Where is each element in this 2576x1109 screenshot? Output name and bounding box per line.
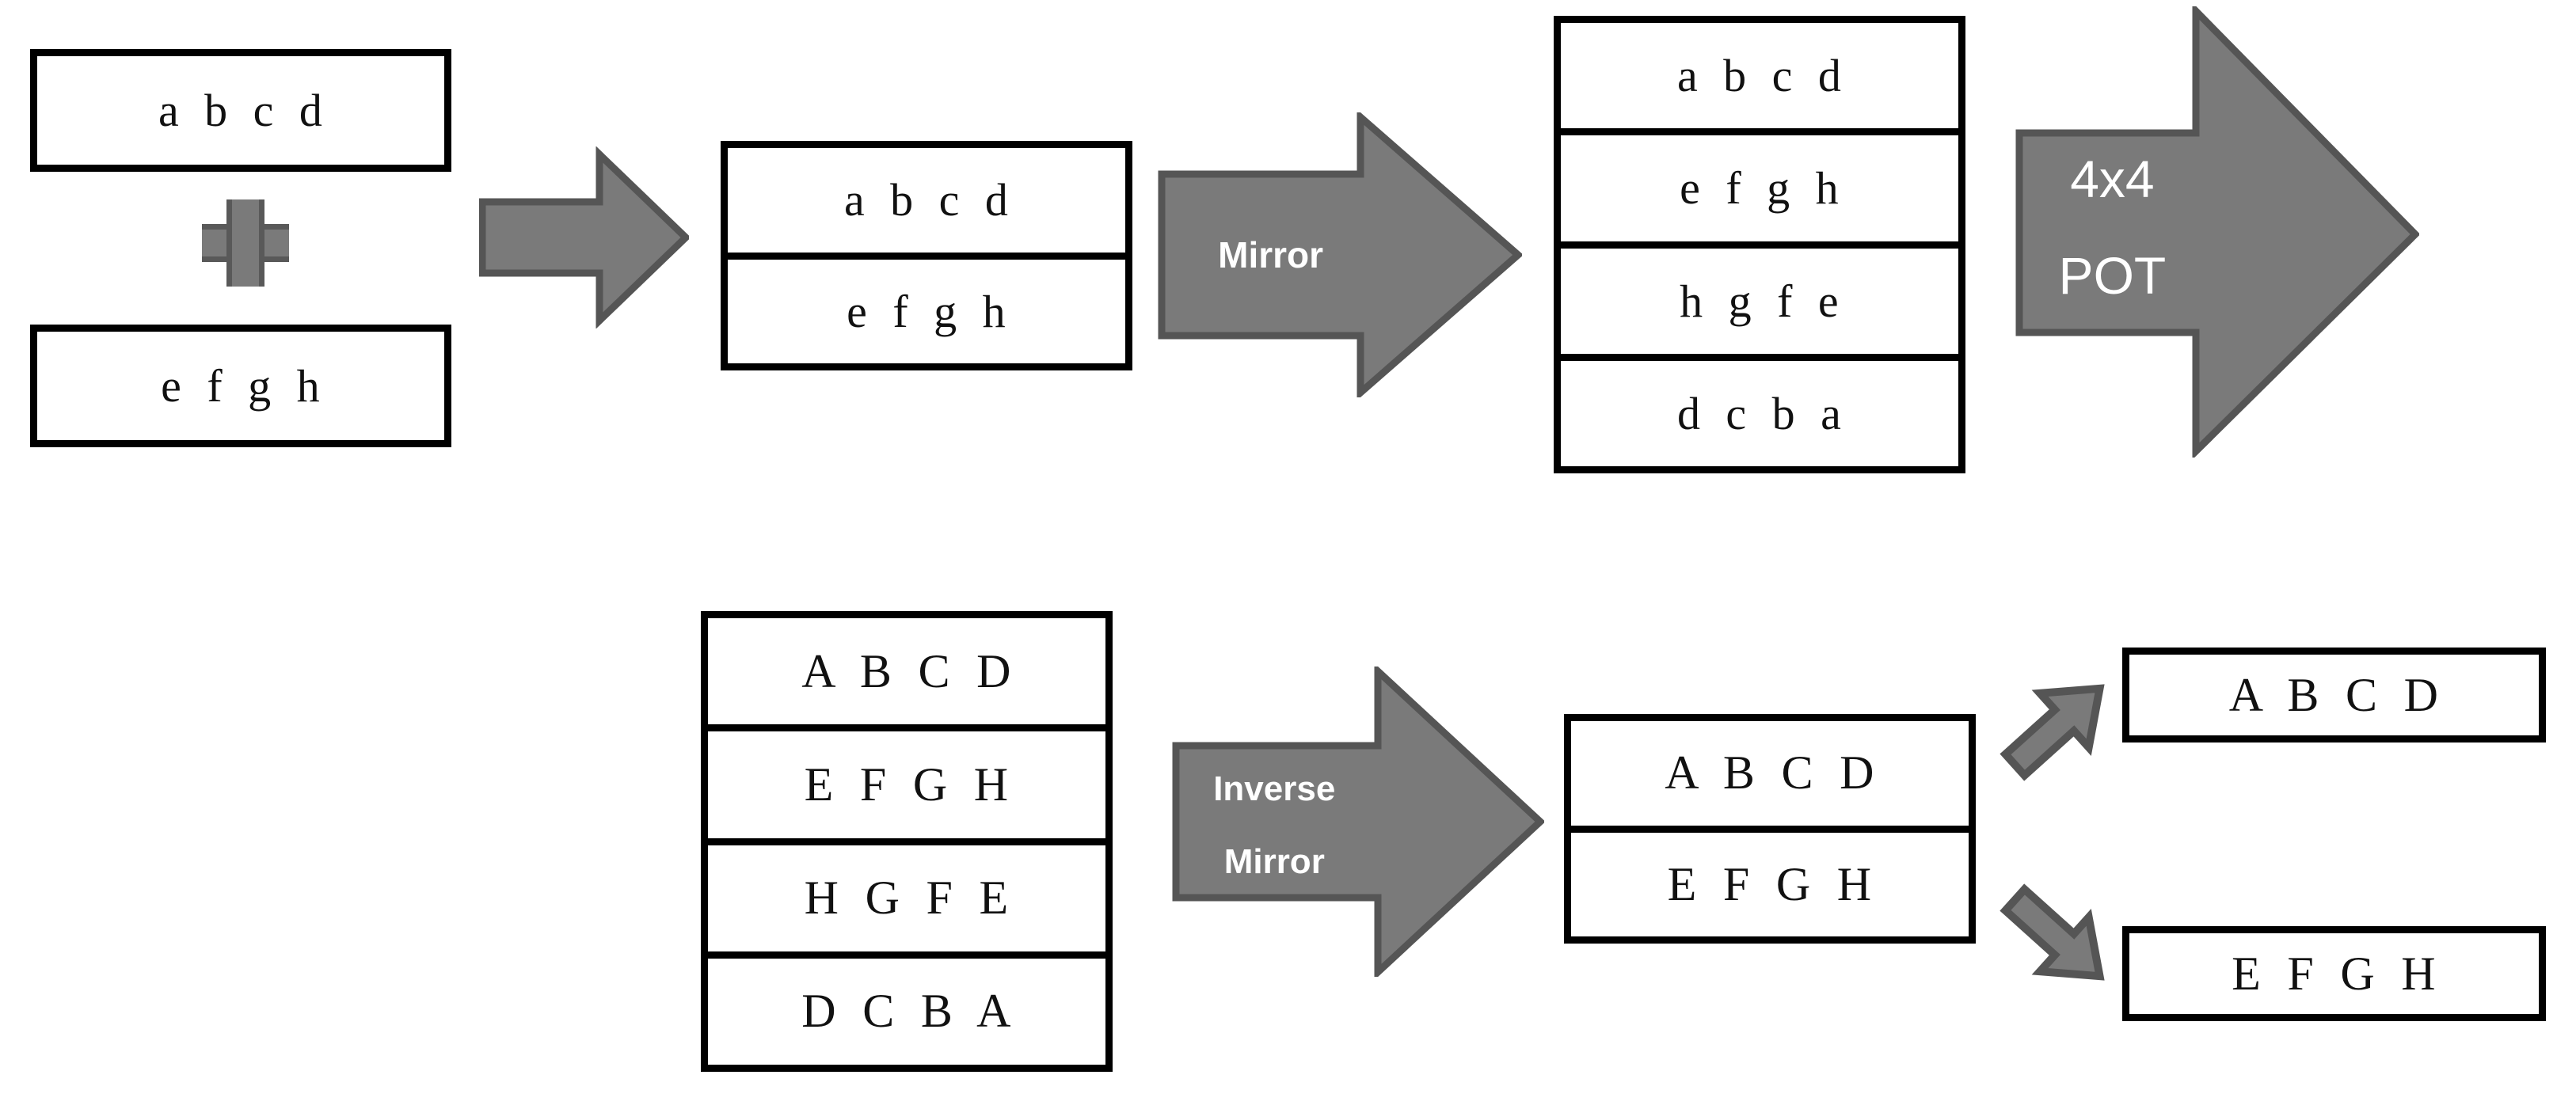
arrow-split-up-icon (1994, 671, 2121, 782)
table-row: E F G H (2129, 933, 2539, 1014)
table-row: d c b a (1561, 353, 1958, 466)
table-row: E F G H (708, 724, 1105, 838)
top-stacked-box: a b c d e f g h (721, 141, 1132, 370)
bottom-stacked-box: A B C D E F G H (1564, 714, 1976, 944)
table-row: A B C D (708, 618, 1105, 725)
table-row: H G F E (708, 837, 1105, 951)
top-input-box-efgh: e f g h (30, 325, 451, 447)
arrow-split-down-icon (1994, 883, 2121, 993)
arrow-mirror-icon: Mirror (1158, 112, 1522, 397)
table-row: a b c d (1561, 23, 1958, 129)
top-input-box-abcd: a b c d (30, 49, 451, 172)
bottom-output-box-abcd: A B C D (2122, 648, 2546, 742)
table-row: a b c d (37, 56, 444, 165)
arrow-pot-icon: 4x4 POT (2015, 6, 2419, 458)
arrow-inverse-mirror-icon: Inverse Mirror (1172, 667, 1544, 977)
top-mirrored-box: a b c d e f g h h g f e d c b a (1554, 16, 1965, 473)
bottom-mirrored-box: A B C D E F G H H G F E D C B A (701, 611, 1113, 1072)
table-row: A B C D (2129, 655, 2539, 735)
bottom-output-box-efgh: E F G H (2122, 926, 2546, 1021)
table-row: a b c d (728, 148, 1125, 253)
table-row: E F G H (1571, 825, 1969, 936)
table-row: e f g h (37, 332, 444, 440)
plus-icon (202, 199, 289, 287)
table-row: e f g h (1561, 128, 1958, 241)
table-row: e f g h (728, 252, 1125, 363)
plus-center (232, 230, 259, 256)
table-row: A B C D (1571, 721, 1969, 826)
arrow-combine-icon (479, 146, 689, 329)
table-row: D C B A (708, 951, 1105, 1065)
table-row: h g f e (1561, 241, 1958, 354)
